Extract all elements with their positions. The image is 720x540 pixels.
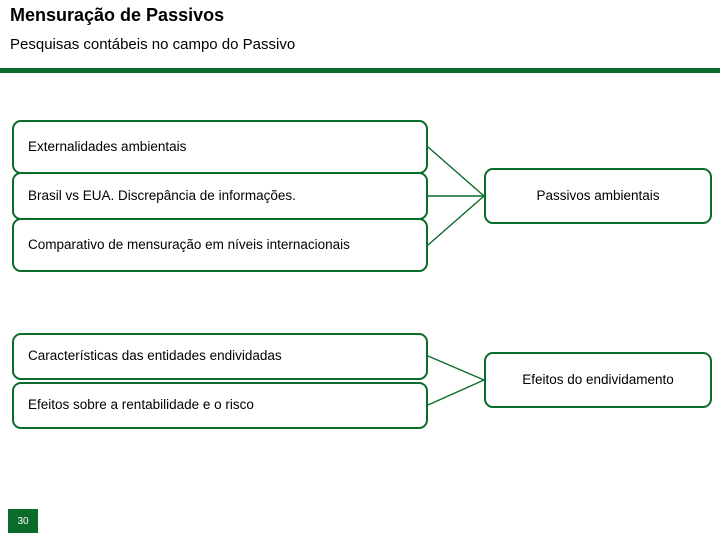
diagram-box-label: Efeitos sobre a rentabilidade e o risco: [28, 397, 254, 413]
header-divider: [0, 68, 720, 73]
page-number-badge: 30: [8, 509, 38, 533]
diagram-box-label: Externalidades ambientais: [28, 138, 187, 154]
diagram-box-efeitos-endividamento[interactable]: Efeitos do endividamento: [484, 352, 712, 408]
diagram-box-externalidades[interactable]: Externalidades ambientais: [12, 120, 428, 174]
diagram-box-brasil-eua[interactable]: Brasil vs EUA. Discrepância de informaçõ…: [12, 172, 428, 220]
diagram-box-efeitos-rentabilidade[interactable]: Efeitos sobre a rentabilidade e o risco: [12, 382, 428, 429]
diagram-box-comparativo[interactable]: Comparativo de mensuração em níveis inte…: [12, 218, 428, 272]
diagram-box-passivos-ambientais[interactable]: Passivos ambientais: [484, 168, 712, 224]
diagram-box-label: Características das entidades endividada…: [28, 348, 282, 364]
diagram-box-label: Comparativo de mensuração em níveis inte…: [28, 236, 350, 252]
diagram-box-caracteristicas[interactable]: Características das entidades endividada…: [12, 333, 428, 380]
page-subtitle: Pesquisas contábeis no campo do Passivo: [10, 36, 296, 53]
diagram-box-label: Efeitos do endividamento: [522, 371, 674, 387]
diagram-box-label: Passivos ambientais: [536, 187, 660, 203]
page-title: Mensuração de Passivos: [10, 5, 225, 25]
diagram-box-label: Brasil vs EUA. Discrepância de informaçõ…: [28, 187, 296, 203]
